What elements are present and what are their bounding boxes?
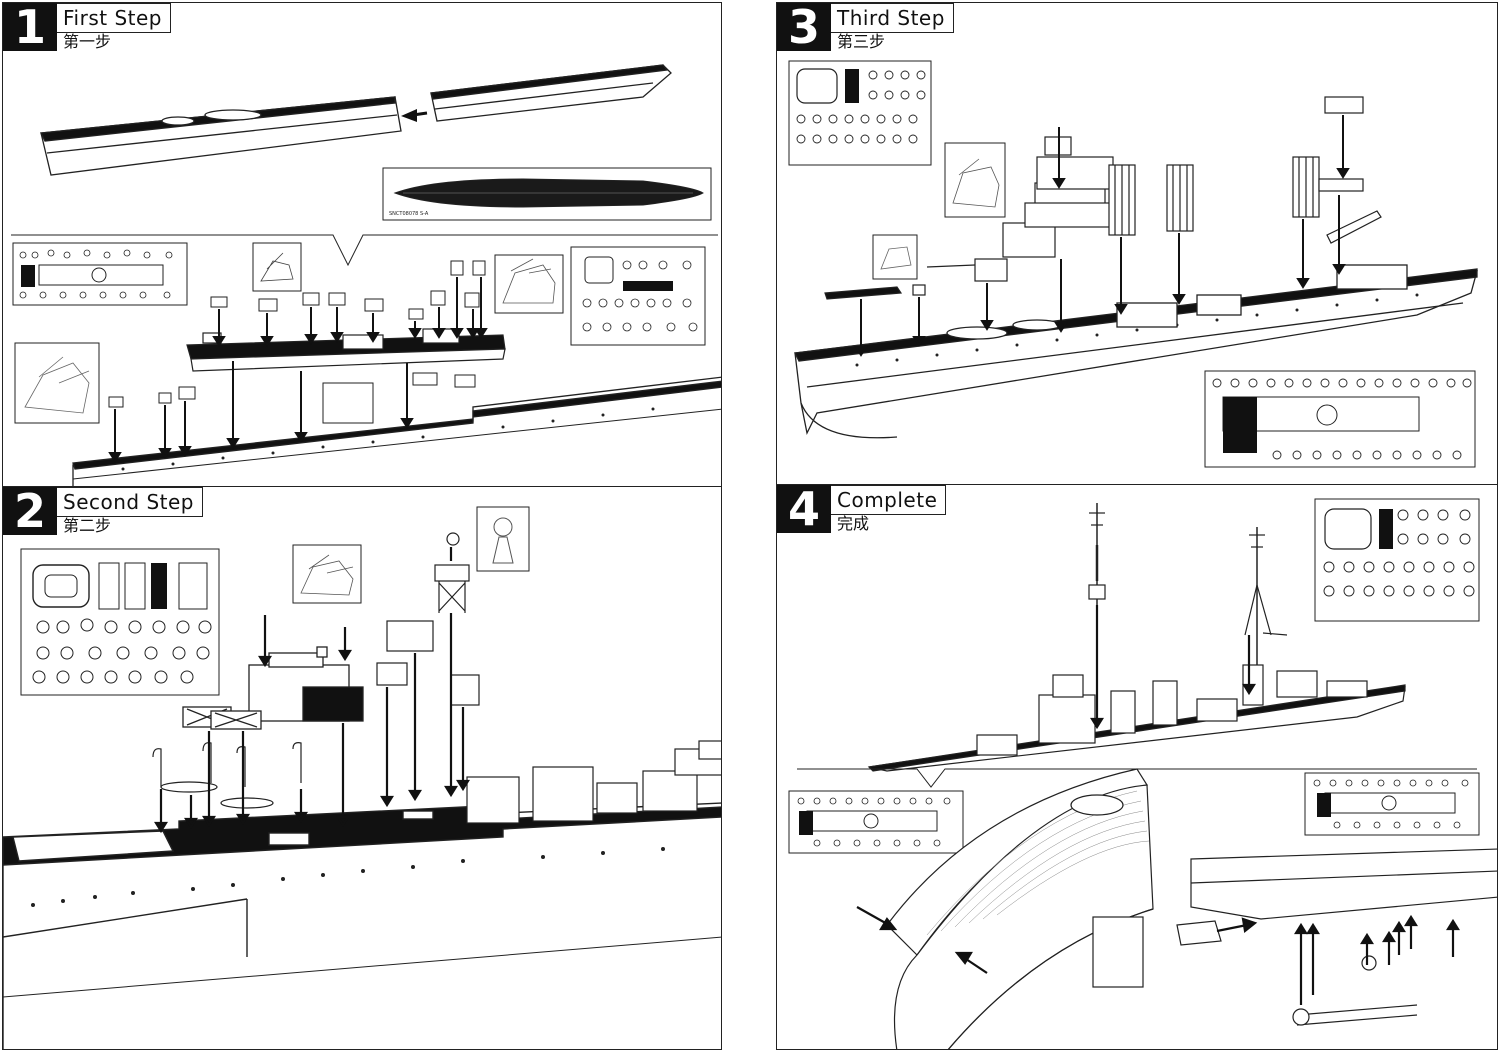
deck-plate-code: SNCT08078 S-A bbox=[389, 211, 429, 217]
searchlight-part-inset bbox=[476, 506, 530, 572]
step-subtitle: 第三步 bbox=[837, 32, 886, 51]
step-1-panel: SNCT08078 S-A bbox=[2, 2, 722, 488]
step-3-panel: 3 Third Step 第三步 bbox=[776, 2, 1498, 486]
step-subtitle: 完成 bbox=[837, 514, 870, 533]
ship-hull-main-lower bbox=[72, 376, 721, 487]
step-title: First Step bbox=[57, 3, 171, 33]
photo-etch-sheet-bottom-left bbox=[788, 790, 964, 854]
ship-hull-bow-half bbox=[430, 64, 672, 122]
step-4-illustration bbox=[777, 485, 1497, 1049]
photo-etch-sheet-bottom-right bbox=[1204, 370, 1476, 468]
photo-etch-sheet-top-left bbox=[788, 60, 932, 166]
photo-etch-sheet-top-right bbox=[1314, 498, 1480, 622]
bridge-block-part bbox=[248, 646, 364, 722]
wooden-deck-plate-inset: SNCT08078 S-A bbox=[382, 167, 712, 221]
gun-part-inset-small bbox=[252, 242, 302, 292]
stern-closeup-detail bbox=[1176, 848, 1497, 1026]
part-placement-arrows-lower bbox=[108, 361, 414, 463]
part-placement-arrows-upper bbox=[212, 277, 488, 347]
step-title: Complete bbox=[831, 485, 947, 515]
gun-part-inset bbox=[292, 544, 362, 604]
step-1-illustration: SNCT08078 S-A bbox=[3, 3, 721, 487]
detail-placement-arrows bbox=[856, 906, 1460, 1005]
forecastle-deck-piece bbox=[186, 328, 506, 372]
step-3-illustration bbox=[777, 3, 1478, 468]
ship-hull-aft-half bbox=[39, 96, 402, 176]
assembly-arrow bbox=[401, 109, 428, 122]
part-placement-arrows bbox=[154, 547, 470, 834]
bow-closeup-detail bbox=[886, 768, 1154, 1049]
step-number-badge: 2 bbox=[3, 487, 57, 535]
deck-fittings-lower bbox=[108, 372, 476, 424]
step-2-panel: 2 Second Step 第二步 bbox=[2, 486, 722, 1050]
step-title: Third Step bbox=[831, 3, 954, 33]
small-part-inset bbox=[872, 234, 918, 280]
photo-etch-sheet-bottom-right bbox=[1304, 772, 1480, 836]
photo-etch-sheet bbox=[20, 548, 220, 696]
crane-frame-parts bbox=[182, 706, 262, 730]
anti-aircraft-gun-inset bbox=[14, 342, 100, 424]
turret-parts bbox=[376, 532, 480, 706]
photo-etch-sheet-right bbox=[570, 246, 706, 346]
photo-etch-sheet-left bbox=[12, 242, 188, 306]
callout-line bbox=[11, 234, 718, 267]
funnel-parts bbox=[1108, 156, 1320, 236]
step-title: Second Step bbox=[57, 487, 203, 517]
mast-placement-arrows bbox=[1090, 605, 1256, 730]
ship-hull-full bbox=[794, 264, 1478, 439]
step-subtitle: 第二步 bbox=[63, 516, 112, 535]
step-number-badge: 4 bbox=[777, 485, 831, 533]
step-number-badge: 3 bbox=[777, 3, 831, 51]
lifeboat-davits bbox=[152, 742, 302, 809]
completed-ship-model bbox=[867, 503, 1406, 772]
part-placement-arrows bbox=[854, 115, 1350, 357]
step-4-panel: 4 Complete 完成 bbox=[776, 484, 1498, 1050]
step-subtitle: 第一步 bbox=[63, 32, 112, 51]
step-number-badge: 1 bbox=[3, 3, 57, 51]
aft-superstructure bbox=[466, 740, 721, 824]
gun-turret-parts bbox=[210, 260, 486, 320]
turret-part-inset bbox=[494, 254, 564, 314]
step-2-illustration bbox=[3, 487, 721, 1049]
ship-hull-midsection bbox=[3, 802, 721, 1049]
gun-mount-inset bbox=[944, 142, 1006, 218]
turret-and-gun-parts bbox=[824, 96, 1382, 300]
callout-line bbox=[797, 768, 1477, 788]
